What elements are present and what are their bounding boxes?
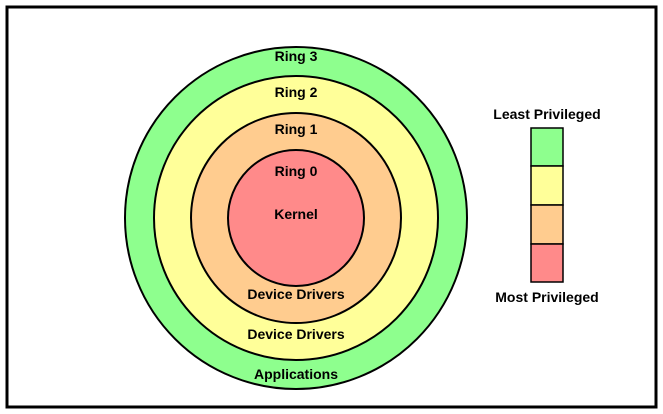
legend-swatch-ring-2	[530, 165, 564, 206]
ring-3-contents: Applications	[254, 366, 338, 382]
legend-most-privileged-label: Most Privileged	[495, 289, 598, 305]
legend-swatch-ring-1	[530, 204, 564, 245]
ring-3-label: Ring 3	[275, 48, 318, 64]
ring-1-label: Ring 1	[275, 121, 318, 137]
ring-0-contents: Kernel	[274, 206, 318, 222]
ring-0-circle	[227, 149, 365, 287]
legend-least-privileged-label: Least Privileged	[493, 106, 600, 122]
legend-swatch-ring-3	[530, 127, 564, 167]
ring-2-label: Ring 2	[275, 84, 318, 100]
ring-1-contents: Device Drivers	[247, 286, 345, 302]
ring-2-contents: Device Drivers	[247, 326, 345, 342]
ring-0-label: Ring 0	[275, 163, 318, 179]
legend-swatch-ring-0	[530, 243, 564, 283]
